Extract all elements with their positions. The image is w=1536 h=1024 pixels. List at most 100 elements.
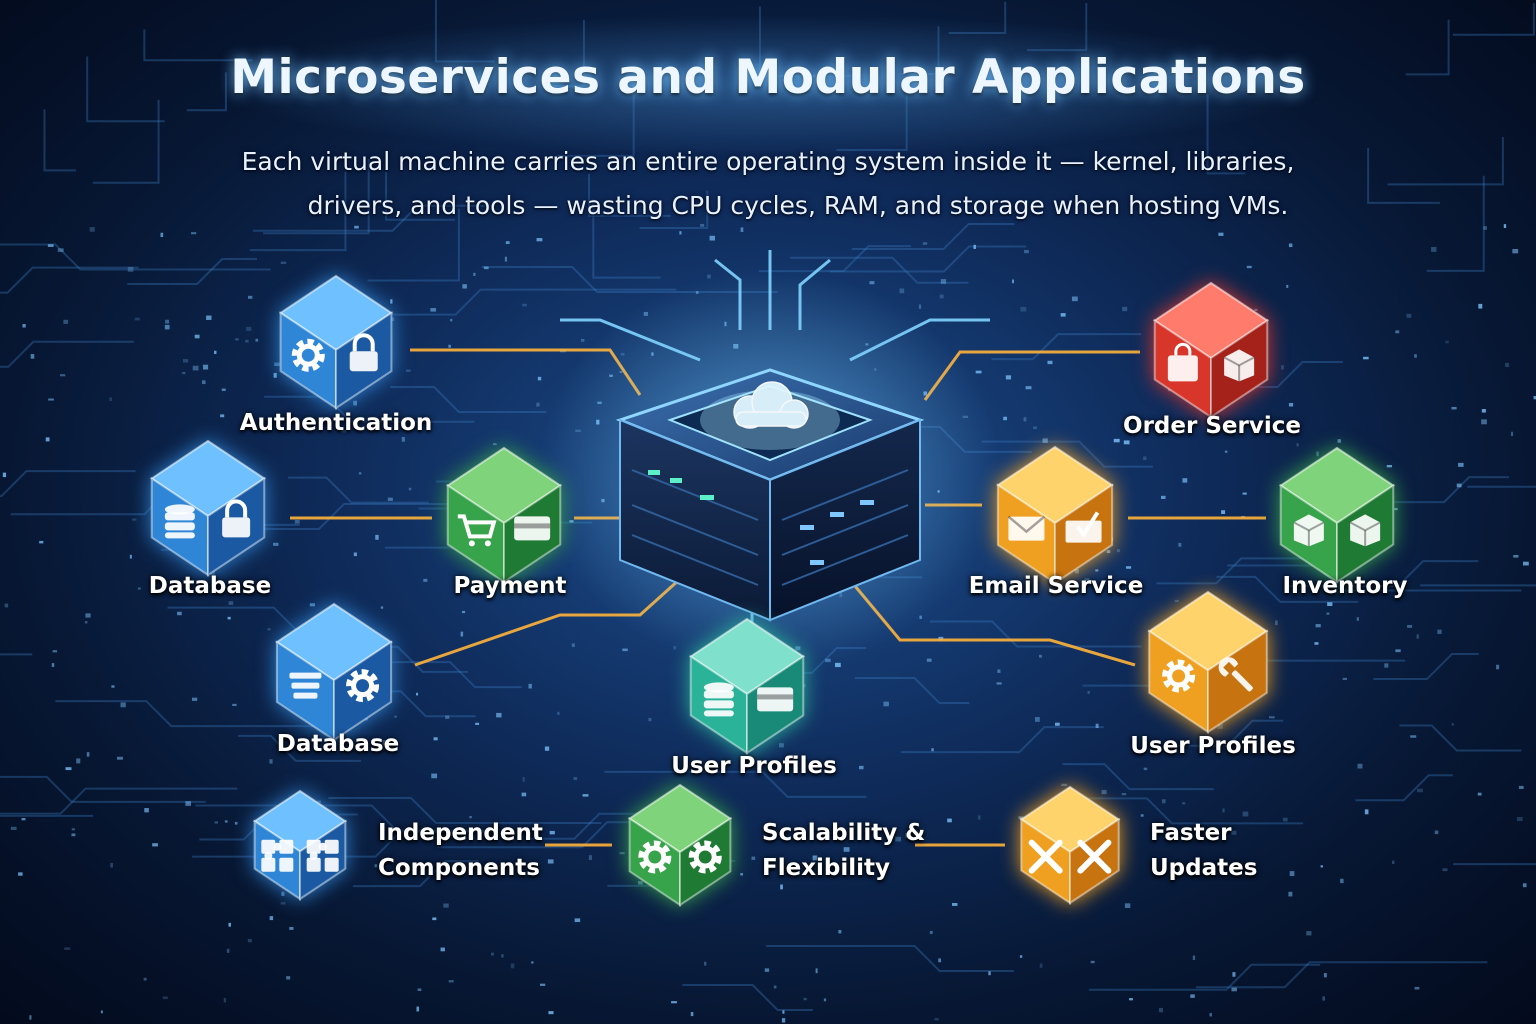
data-light [192, 365, 199, 371]
data-light [273, 542, 279, 546]
circuit-trace [1467, 485, 1536, 488]
data-light [922, 242, 928, 245]
data-light [206, 315, 212, 320]
circuit-trace [252, 204, 488, 232]
data-light [501, 954, 504, 958]
data-light [191, 697, 198, 701]
data-light [671, 1001, 677, 1004]
shopping-bag-icon [1167, 342, 1198, 382]
data-light [408, 487, 412, 491]
data-light [247, 938, 252, 943]
data-light [127, 266, 134, 272]
data-light [1209, 1013, 1212, 1017]
circuit-trace [1081, 797, 1304, 825]
data-light [690, 1011, 694, 1017]
data-light [416, 1006, 420, 1012]
data-light [1121, 793, 1127, 796]
data-light [1478, 303, 1483, 309]
data-light [1288, 891, 1293, 897]
page-title: Microservices and Modular Applications [230, 50, 1306, 105]
circuit-trace [854, 677, 970, 705]
database-icon [164, 504, 195, 539]
database-icon [703, 682, 734, 717]
data-light [1269, 716, 1275, 719]
data-light [704, 961, 707, 966]
circuit-trace [0, 787, 238, 815]
data-light [39, 540, 44, 544]
data-light [191, 232, 197, 235]
data-light [144, 808, 149, 813]
data-light [803, 684, 806, 688]
circuit-trace [553, 19, 585, 88]
circuit-trace [1257, 361, 1343, 389]
feature-label-independent-components: Independent Components [378, 816, 543, 886]
service-cube-user-profiles-right [1147, 590, 1269, 734]
puzzle-icon [261, 839, 294, 872]
service-cube-payment [445, 446, 563, 584]
data-light [740, 227, 744, 232]
data-light [835, 662, 841, 668]
data-light [740, 873, 744, 876]
data-light [588, 855, 592, 860]
data-light [375, 534, 379, 540]
data-light [64, 947, 71, 950]
data-light [475, 722, 480, 725]
data-light [1025, 386, 1032, 390]
data-light [137, 587, 141, 590]
data-light [76, 758, 81, 764]
data-light [1158, 1007, 1163, 1013]
feature-label-faster-updates: Faster Updates [1150, 816, 1257, 886]
data-light [1306, 931, 1312, 936]
data-light [111, 685, 115, 688]
gear-icon [291, 338, 325, 372]
data-light [443, 903, 449, 908]
data-light [1129, 998, 1133, 1001]
feature-cube-independent-components [252, 789, 348, 901]
data-light [448, 980, 454, 983]
data-light [220, 414, 225, 418]
data-light [1342, 677, 1347, 680]
circuit-trace [682, 984, 813, 1011]
service-label-database-1: Database [148, 573, 272, 599]
data-light [45, 437, 50, 442]
data-light [29, 1015, 32, 1020]
data-light [1087, 691, 1090, 694]
circuit-trace [851, 223, 1015, 251]
data-light [51, 663, 55, 667]
data-light [1477, 792, 1482, 796]
circuit-trace [55, 700, 354, 728]
data-light [522, 303, 527, 307]
data-light [1282, 817, 1288, 822]
data-light [234, 821, 238, 825]
data-light [1357, 763, 1363, 769]
data-light [354, 225, 359, 229]
circuit-trace [1364, 476, 1509, 504]
data-light [1456, 483, 1462, 488]
credit-card-icon [514, 516, 551, 541]
data-light [309, 603, 315, 607]
circuit-trace [287, 476, 429, 504]
circuit-trace [900, 26, 940, 75]
data-light [700, 223, 705, 227]
data-light [232, 703, 237, 706]
data-light [1323, 973, 1327, 978]
box-icon [1223, 349, 1255, 382]
data-light [110, 862, 113, 868]
data-light [248, 295, 253, 299]
data-light [1019, 955, 1023, 958]
circuit-trace [357, 661, 522, 689]
data-light [401, 437, 405, 442]
data-light [280, 902, 286, 905]
feature-cube-faster-updates [1019, 785, 1121, 905]
data-light [571, 643, 575, 647]
data-light [132, 518, 137, 521]
data-light [537, 376, 542, 381]
data-light [843, 847, 850, 852]
data-light [491, 952, 494, 956]
feature-line-2: Flexibility [762, 855, 891, 881]
data-light [707, 274, 711, 279]
circuit-trace [1452, 3, 1535, 36]
data-light [226, 948, 230, 953]
data-light [547, 859, 554, 864]
data-light [48, 398, 54, 401]
